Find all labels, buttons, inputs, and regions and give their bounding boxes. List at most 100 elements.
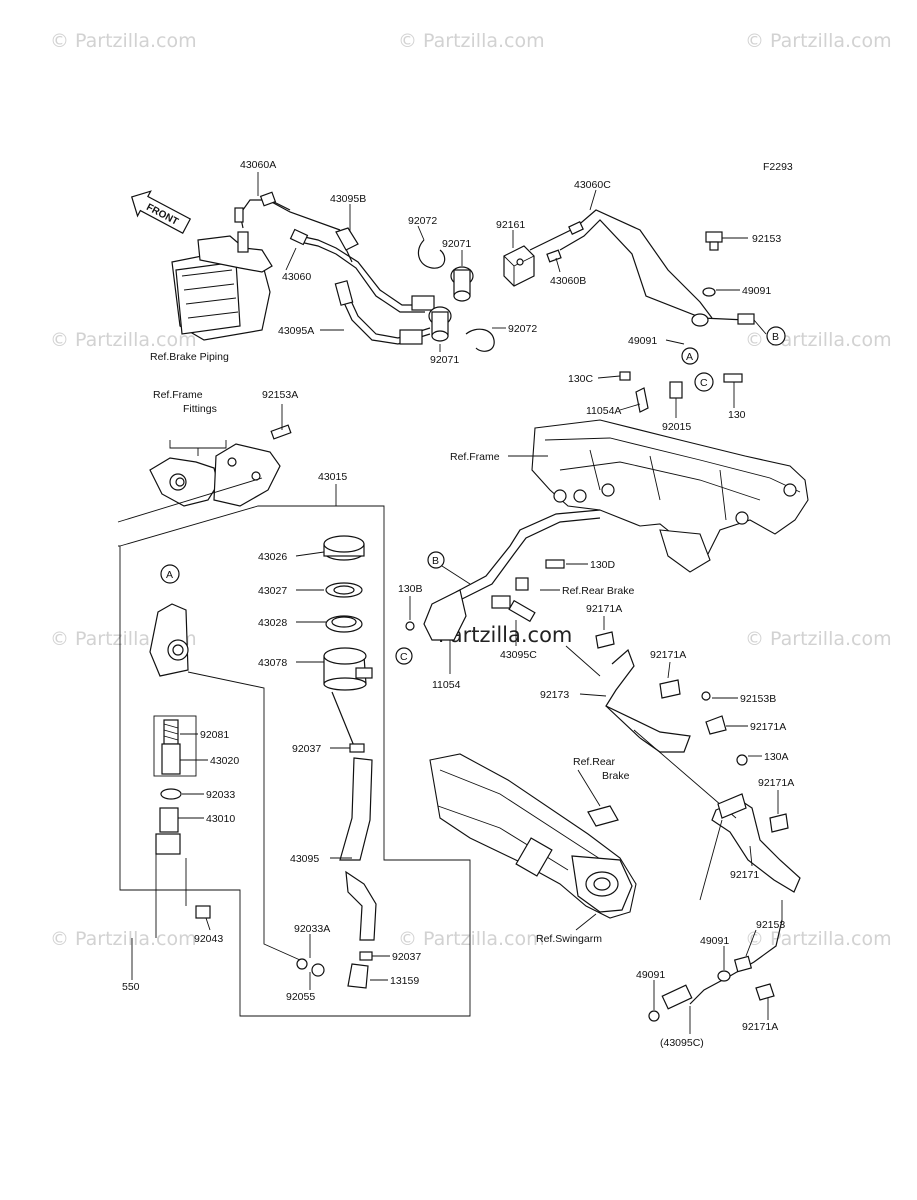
part-label: (43095C) <box>660 1037 704 1049</box>
bolt-92153a <box>270 424 292 440</box>
callout-a: A <box>166 569 173 581</box>
part-label: 92071 <box>430 354 459 366</box>
part-label: 43060B <box>550 275 586 287</box>
part-label: 92072 <box>408 215 437 227</box>
circle-callouts: B A C <box>681 326 786 392</box>
part-label: 49091 <box>700 935 729 947</box>
part-label: 92171A <box>650 649 686 661</box>
callout-b: B <box>432 555 439 567</box>
bolt-130 <box>723 373 743 383</box>
hose-joint <box>411 295 435 311</box>
watermark: © Partzilla.com <box>745 628 892 650</box>
brake-pedal <box>699 754 801 920</box>
part-label: 92055 <box>286 991 315 1003</box>
bolt-130c <box>619 371 631 381</box>
watermark: © Partzilla.com <box>745 928 892 950</box>
part-label: 49091 <box>636 969 665 981</box>
watermark: © Partzilla.com <box>50 329 197 351</box>
piston-43020 <box>161 743 181 775</box>
part-label: 92033 <box>206 789 235 801</box>
diagram-code: F2293 <box>763 161 793 173</box>
reservoir-hose <box>296 691 377 989</box>
lower-fittings <box>648 919 783 1022</box>
part-label: 92153 <box>752 233 781 245</box>
part-label: 43028 <box>258 617 287 629</box>
watermark: © Partzilla.com <box>50 30 197 52</box>
part-label: 43015 <box>318 471 347 483</box>
watermark: © Partzilla.com <box>398 30 545 52</box>
reservoir-parts: C <box>323 535 413 691</box>
part-label: 92171A <box>586 603 622 615</box>
ref-brake-piping: Ref.Brake Piping <box>150 351 229 363</box>
part-label: 92015 <box>662 421 691 433</box>
part-label: 92037 <box>392 951 421 963</box>
master-cylinder: A <box>131 564 211 970</box>
ref-rear-brake: Brake <box>602 770 630 782</box>
part-label: 43095A <box>278 325 314 337</box>
hose-joint <box>399 329 423 345</box>
ref-rear-brake: Ref.Rear <box>573 756 616 768</box>
part-label: 11054 <box>432 679 461 691</box>
watermark: © Partzilla.com <box>745 30 892 52</box>
part-label: 92171 <box>730 869 759 881</box>
part-label: 92072 <box>508 323 537 335</box>
bolt-130d <box>545 559 565 569</box>
watermark: © Partzilla.com <box>50 928 197 950</box>
part-label: 49091 <box>628 335 657 347</box>
part-label: 43060C <box>574 179 611 191</box>
pipe-fitting <box>737 313 755 325</box>
pushrod-43010 <box>159 807 179 833</box>
abs-hydraulic-unit <box>171 231 273 341</box>
callout-c: C <box>400 651 408 663</box>
clip-92072 <box>417 239 446 269</box>
assembly-boundary <box>119 505 471 1017</box>
callout-a: A <box>686 351 693 363</box>
ref-swingarm: Ref.Swingarm <box>536 933 602 945</box>
ref-frame: Ref.Frame <box>450 451 500 463</box>
clip-92072 <box>465 328 495 352</box>
part-label: 92081 <box>200 729 229 741</box>
part-label: 92153A <box>262 389 298 401</box>
part-label: 43010 <box>206 813 235 825</box>
front-arrow-shape <box>130 190 192 234</box>
watermark: © Partzilla.com <box>398 928 545 950</box>
ref-frame-fittings: Ref.Frame <box>153 389 203 401</box>
part-label: 130D <box>590 559 616 571</box>
brake-pipes <box>234 191 767 345</box>
part-label: 13159 <box>390 975 419 987</box>
grommets-92071 <box>428 266 474 342</box>
ref-frame-fittings: Fittings <box>183 403 217 415</box>
collar-92015 <box>669 381 683 399</box>
abs-unit-top <box>197 235 273 273</box>
reference-labels: Ref.Frame Fittings Ref.Frame Ref.Rear Br… <box>153 389 635 945</box>
part-label: 92171A <box>742 1021 778 1033</box>
swingarm <box>429 753 637 919</box>
part-label: 92037 <box>292 743 321 755</box>
part-label: 43060A <box>240 159 276 171</box>
part-label: 92071 <box>442 238 471 250</box>
part-label: 130C <box>568 373 594 385</box>
part-label: 92171A <box>750 721 786 733</box>
part-label: 130 <box>728 409 746 421</box>
part-label: 43020 <box>210 755 239 767</box>
clevis <box>155 833 181 855</box>
abs-port <box>237 231 249 253</box>
part-label: 92033A <box>294 923 330 935</box>
bracket-parts <box>619 371 743 413</box>
part-label: 92161 <box>496 219 525 231</box>
part-label: 130B <box>398 583 423 595</box>
callout-c: C <box>700 377 708 389</box>
pipe-fitting <box>491 595 511 609</box>
clip-ref-rear-brake <box>515 577 529 591</box>
part-labels: 43060A 43095B 92072 92071 92161 43060C 4… <box>122 159 794 1049</box>
part-label: 43026 <box>258 551 287 563</box>
part-label: 92171A <box>758 777 794 789</box>
abs-unit-face <box>175 261 241 335</box>
bolt-130b <box>405 621 415 631</box>
part-label: 43095B <box>330 193 366 205</box>
part-label: 92173 <box>540 689 569 701</box>
nut-92043 <box>195 905 211 919</box>
ref-rear-brake: Ref.Rear Brake <box>562 585 635 597</box>
part-label: 49091 <box>742 285 771 297</box>
